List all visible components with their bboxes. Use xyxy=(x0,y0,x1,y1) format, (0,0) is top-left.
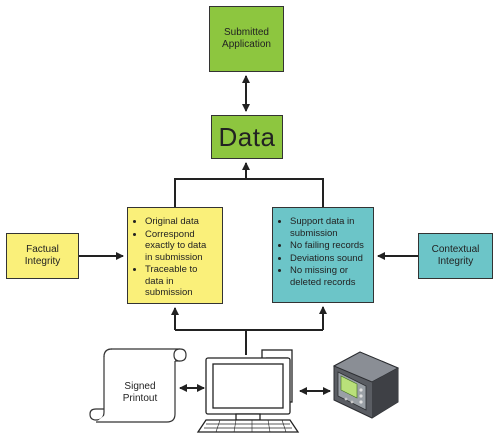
list-item: Original data xyxy=(145,216,216,228)
list-item: Support data in submission xyxy=(290,216,367,239)
lab-instrument-icon xyxy=(332,351,400,419)
submitted-application-box: Submitted Application xyxy=(209,6,284,72)
data-box: Data xyxy=(211,115,283,159)
signed-line2: Printout xyxy=(122,393,158,404)
original-data-criteria-box: Original data Correspond exactly to data… xyxy=(127,207,223,304)
supporting-data-criteria-box: Support data in submission No failing re… xyxy=(272,207,374,303)
list-item: Traceable to data in submission xyxy=(145,264,216,299)
list-item: No failing records xyxy=(290,240,367,252)
signed-printout-label: Signed Printout xyxy=(113,381,167,405)
factual-line1: Factual xyxy=(26,244,59,255)
contextual-line1: Contextual xyxy=(431,244,480,255)
signed-line1: Signed xyxy=(124,381,156,392)
list-item: Deviations sound xyxy=(290,253,367,265)
submitted-line2: Application xyxy=(222,39,271,50)
data-label: Data xyxy=(218,122,276,152)
computer-workstation-icon xyxy=(196,349,300,433)
submitted-line1: Submitted xyxy=(223,27,269,38)
factual-line2: Integrity xyxy=(24,256,61,267)
factual-integrity-box: Factual Integrity xyxy=(6,233,79,279)
contextual-integrity-box: Contextual Integrity xyxy=(418,233,493,279)
contextual-line2: Integrity xyxy=(437,256,474,267)
list-item: No missing or deleted records xyxy=(290,265,367,288)
scroll-document-icon xyxy=(89,348,187,423)
line-original-to-data xyxy=(174,178,324,207)
list-item: Correspond exactly to data in submission xyxy=(145,229,216,264)
